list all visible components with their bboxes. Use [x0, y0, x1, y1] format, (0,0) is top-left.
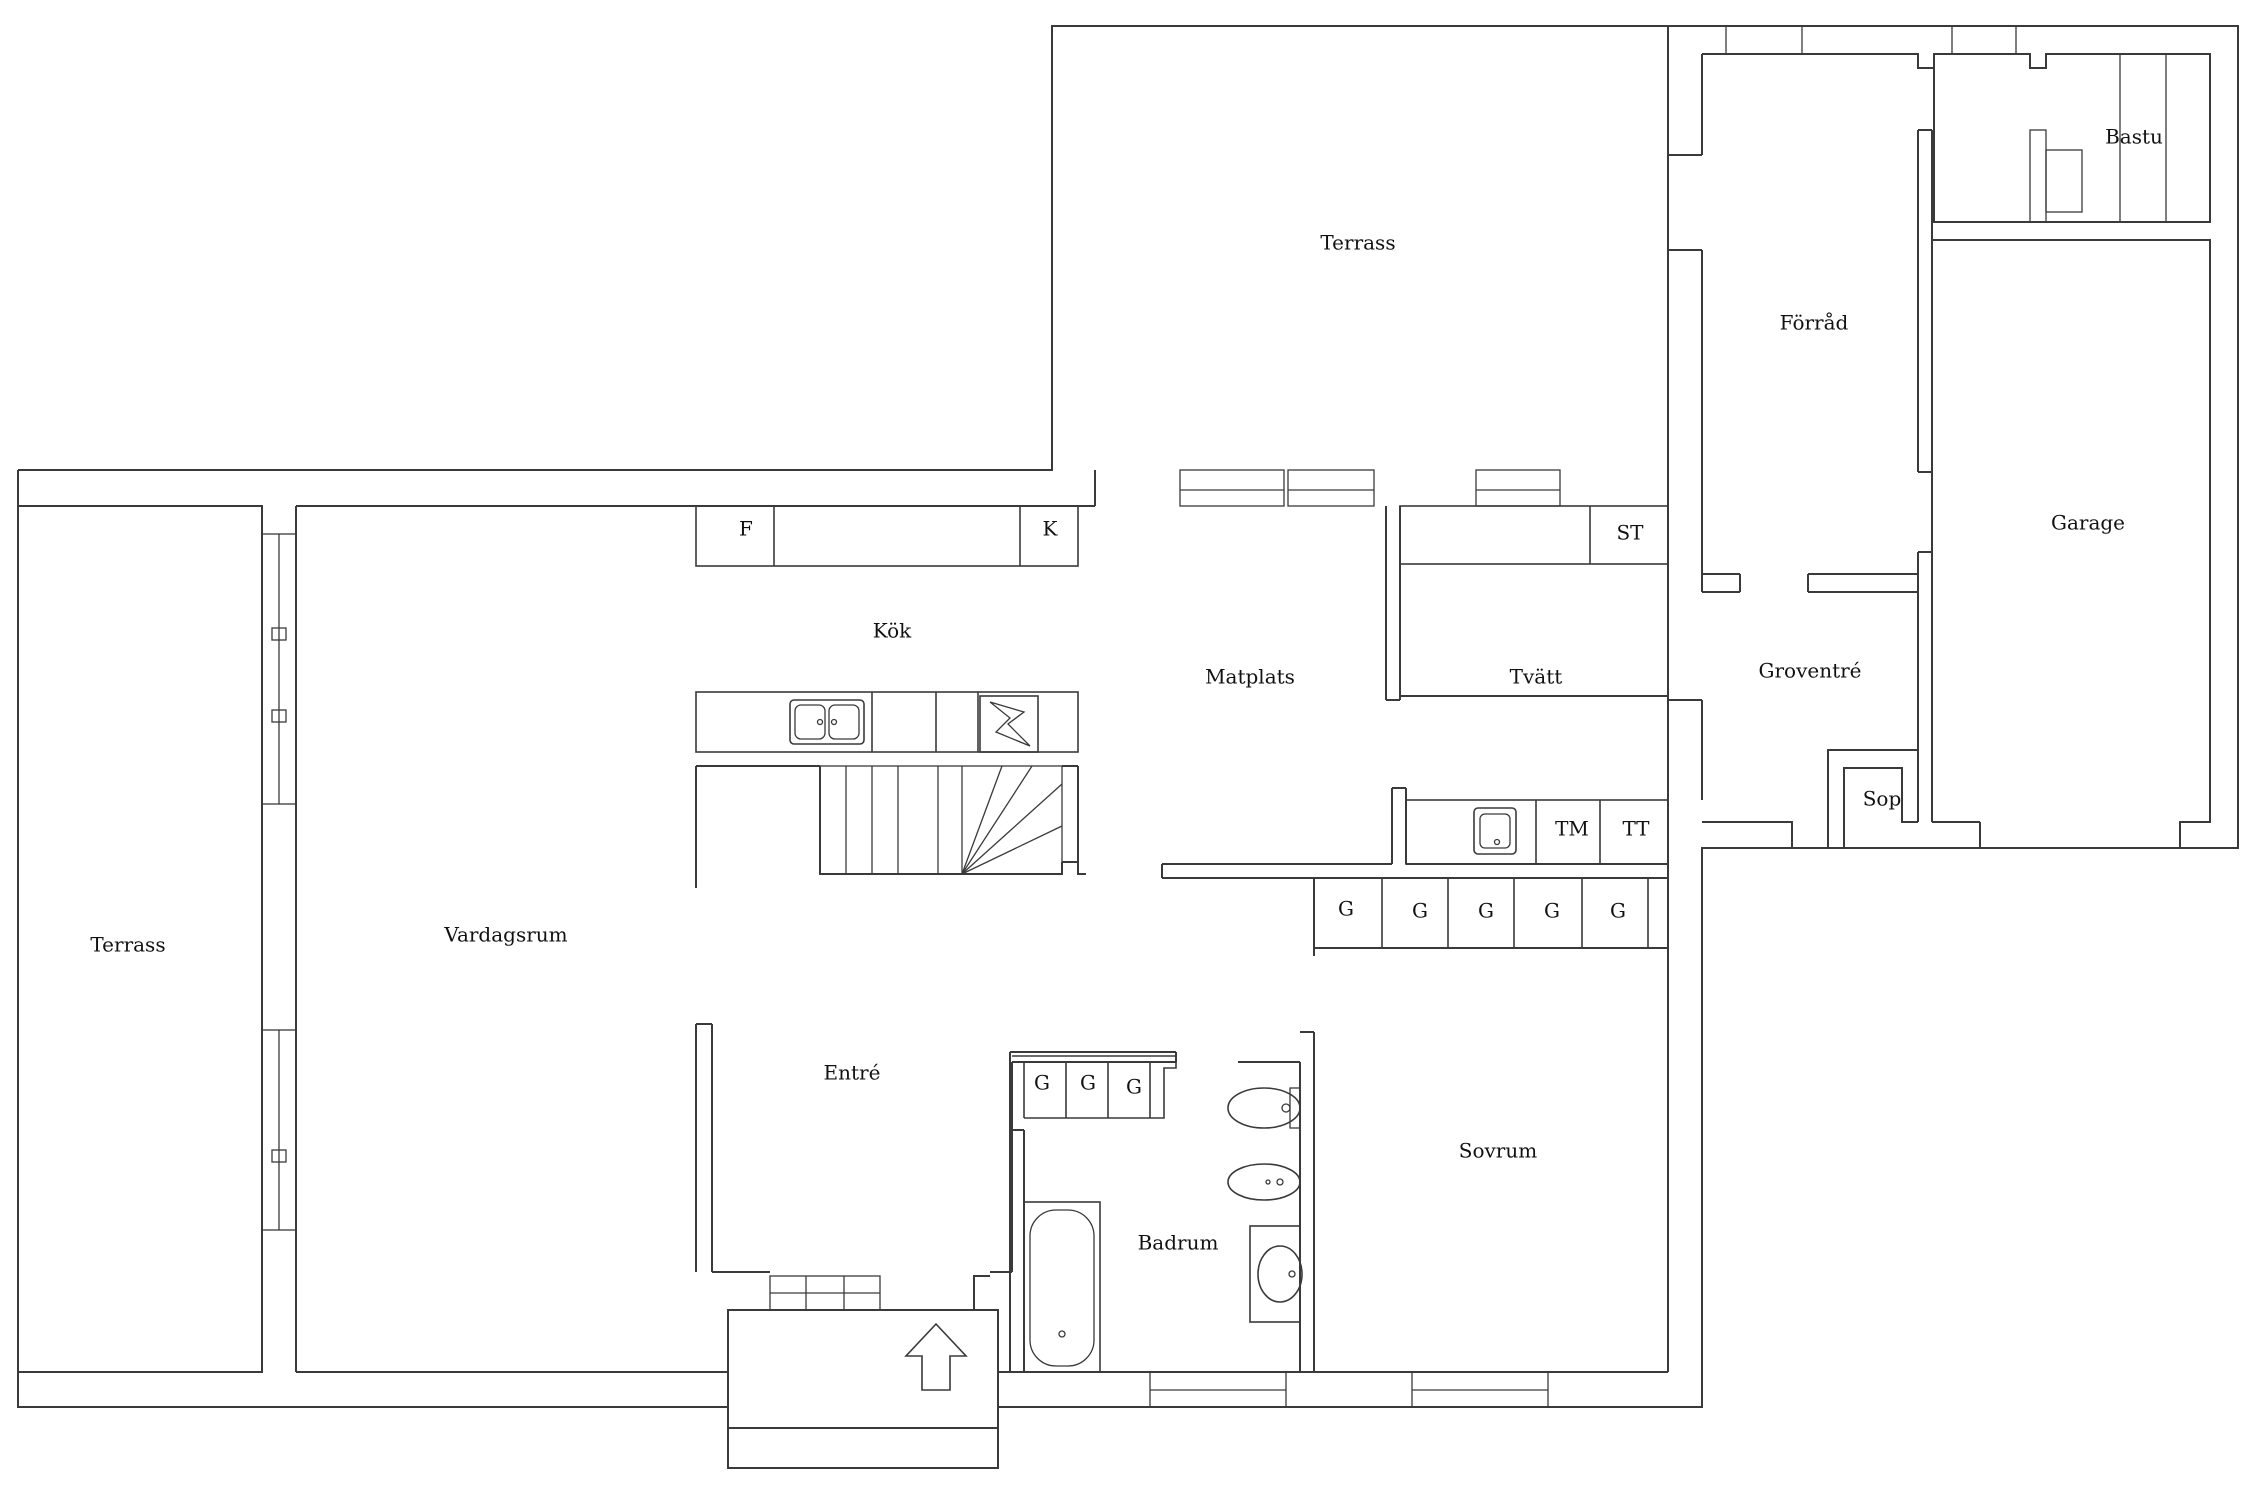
fixture-st-label: ST — [1616, 521, 1644, 545]
laundry-sink-icon — [1473, 807, 1517, 855]
fixture-tt-label: TT — [1622, 817, 1650, 841]
room-groventre: Groventré — [1758, 659, 1861, 683]
room-vardagsrum: Vardagsrum — [443, 923, 567, 947]
toilet-icon — [1227, 1087, 1301, 1129]
room-bastu: Bastu — [2105, 125, 2163, 149]
kitchen-island — [695, 691, 1079, 753]
room-kok: Kök — [873, 619, 912, 643]
right-wing-walls — [1702, 53, 2211, 848]
room-sovrum: Sovrum — [1459, 1139, 1537, 1163]
wardrobe-label: G — [1338, 897, 1354, 921]
room-terrass-west: Terrass — [90, 933, 165, 957]
wardrobe-label: G — [1610, 899, 1626, 923]
washbasin-icon — [1249, 1225, 1303, 1323]
wardrobe-label: G — [1080, 1071, 1096, 1095]
room-forrad: Förråd — [1780, 311, 1849, 335]
staircase — [695, 765, 1086, 888]
wardrobe-label: G — [1412, 899, 1428, 923]
laundry-counters — [1399, 505, 1669, 865]
kitchen-wall-counter — [695, 505, 1079, 567]
room-badrum: Badrum — [1138, 1231, 1219, 1255]
wardrobe-label: G — [1544, 899, 1560, 923]
room-matplats: Matplats — [1205, 665, 1295, 689]
room-sop: Sop — [1863, 787, 1902, 811]
fixture-tm-label: TM — [1555, 817, 1589, 841]
room-entre: Entré — [824, 1061, 881, 1085]
bidet-icon — [1227, 1163, 1301, 1201]
wardrobe-label: G — [1478, 899, 1494, 923]
stove-icon — [979, 695, 1039, 753]
north-terrace-walls — [1668, 54, 1703, 800]
kitchen-sink-icon — [789, 699, 865, 745]
bathroom-fixtures — [1023, 1087, 1303, 1373]
bathtub-icon — [1023, 1201, 1101, 1373]
fixture-k-label: K — [1043, 517, 1059, 541]
room-terrass-north: Terrass — [1320, 231, 1395, 255]
wardrobe-label: G — [1126, 1075, 1142, 1099]
north-windows — [1179, 25, 2017, 507]
exterior-walls — [17, 25, 2239, 1408]
room-garage: Garage — [2051, 511, 2125, 535]
room-tvatt: Tvätt — [1510, 665, 1563, 689]
wardrobe-label: G — [1034, 1071, 1050, 1095]
fixture-fridge-label: F — [739, 517, 753, 541]
west-windows — [261, 533, 297, 1231]
entrance-arrow-icon — [904, 1322, 968, 1391]
bath-wardrobes — [1012, 1055, 1177, 1119]
entrance-steps — [727, 1275, 999, 1469]
hall-wardrobes — [1313, 877, 1669, 949]
